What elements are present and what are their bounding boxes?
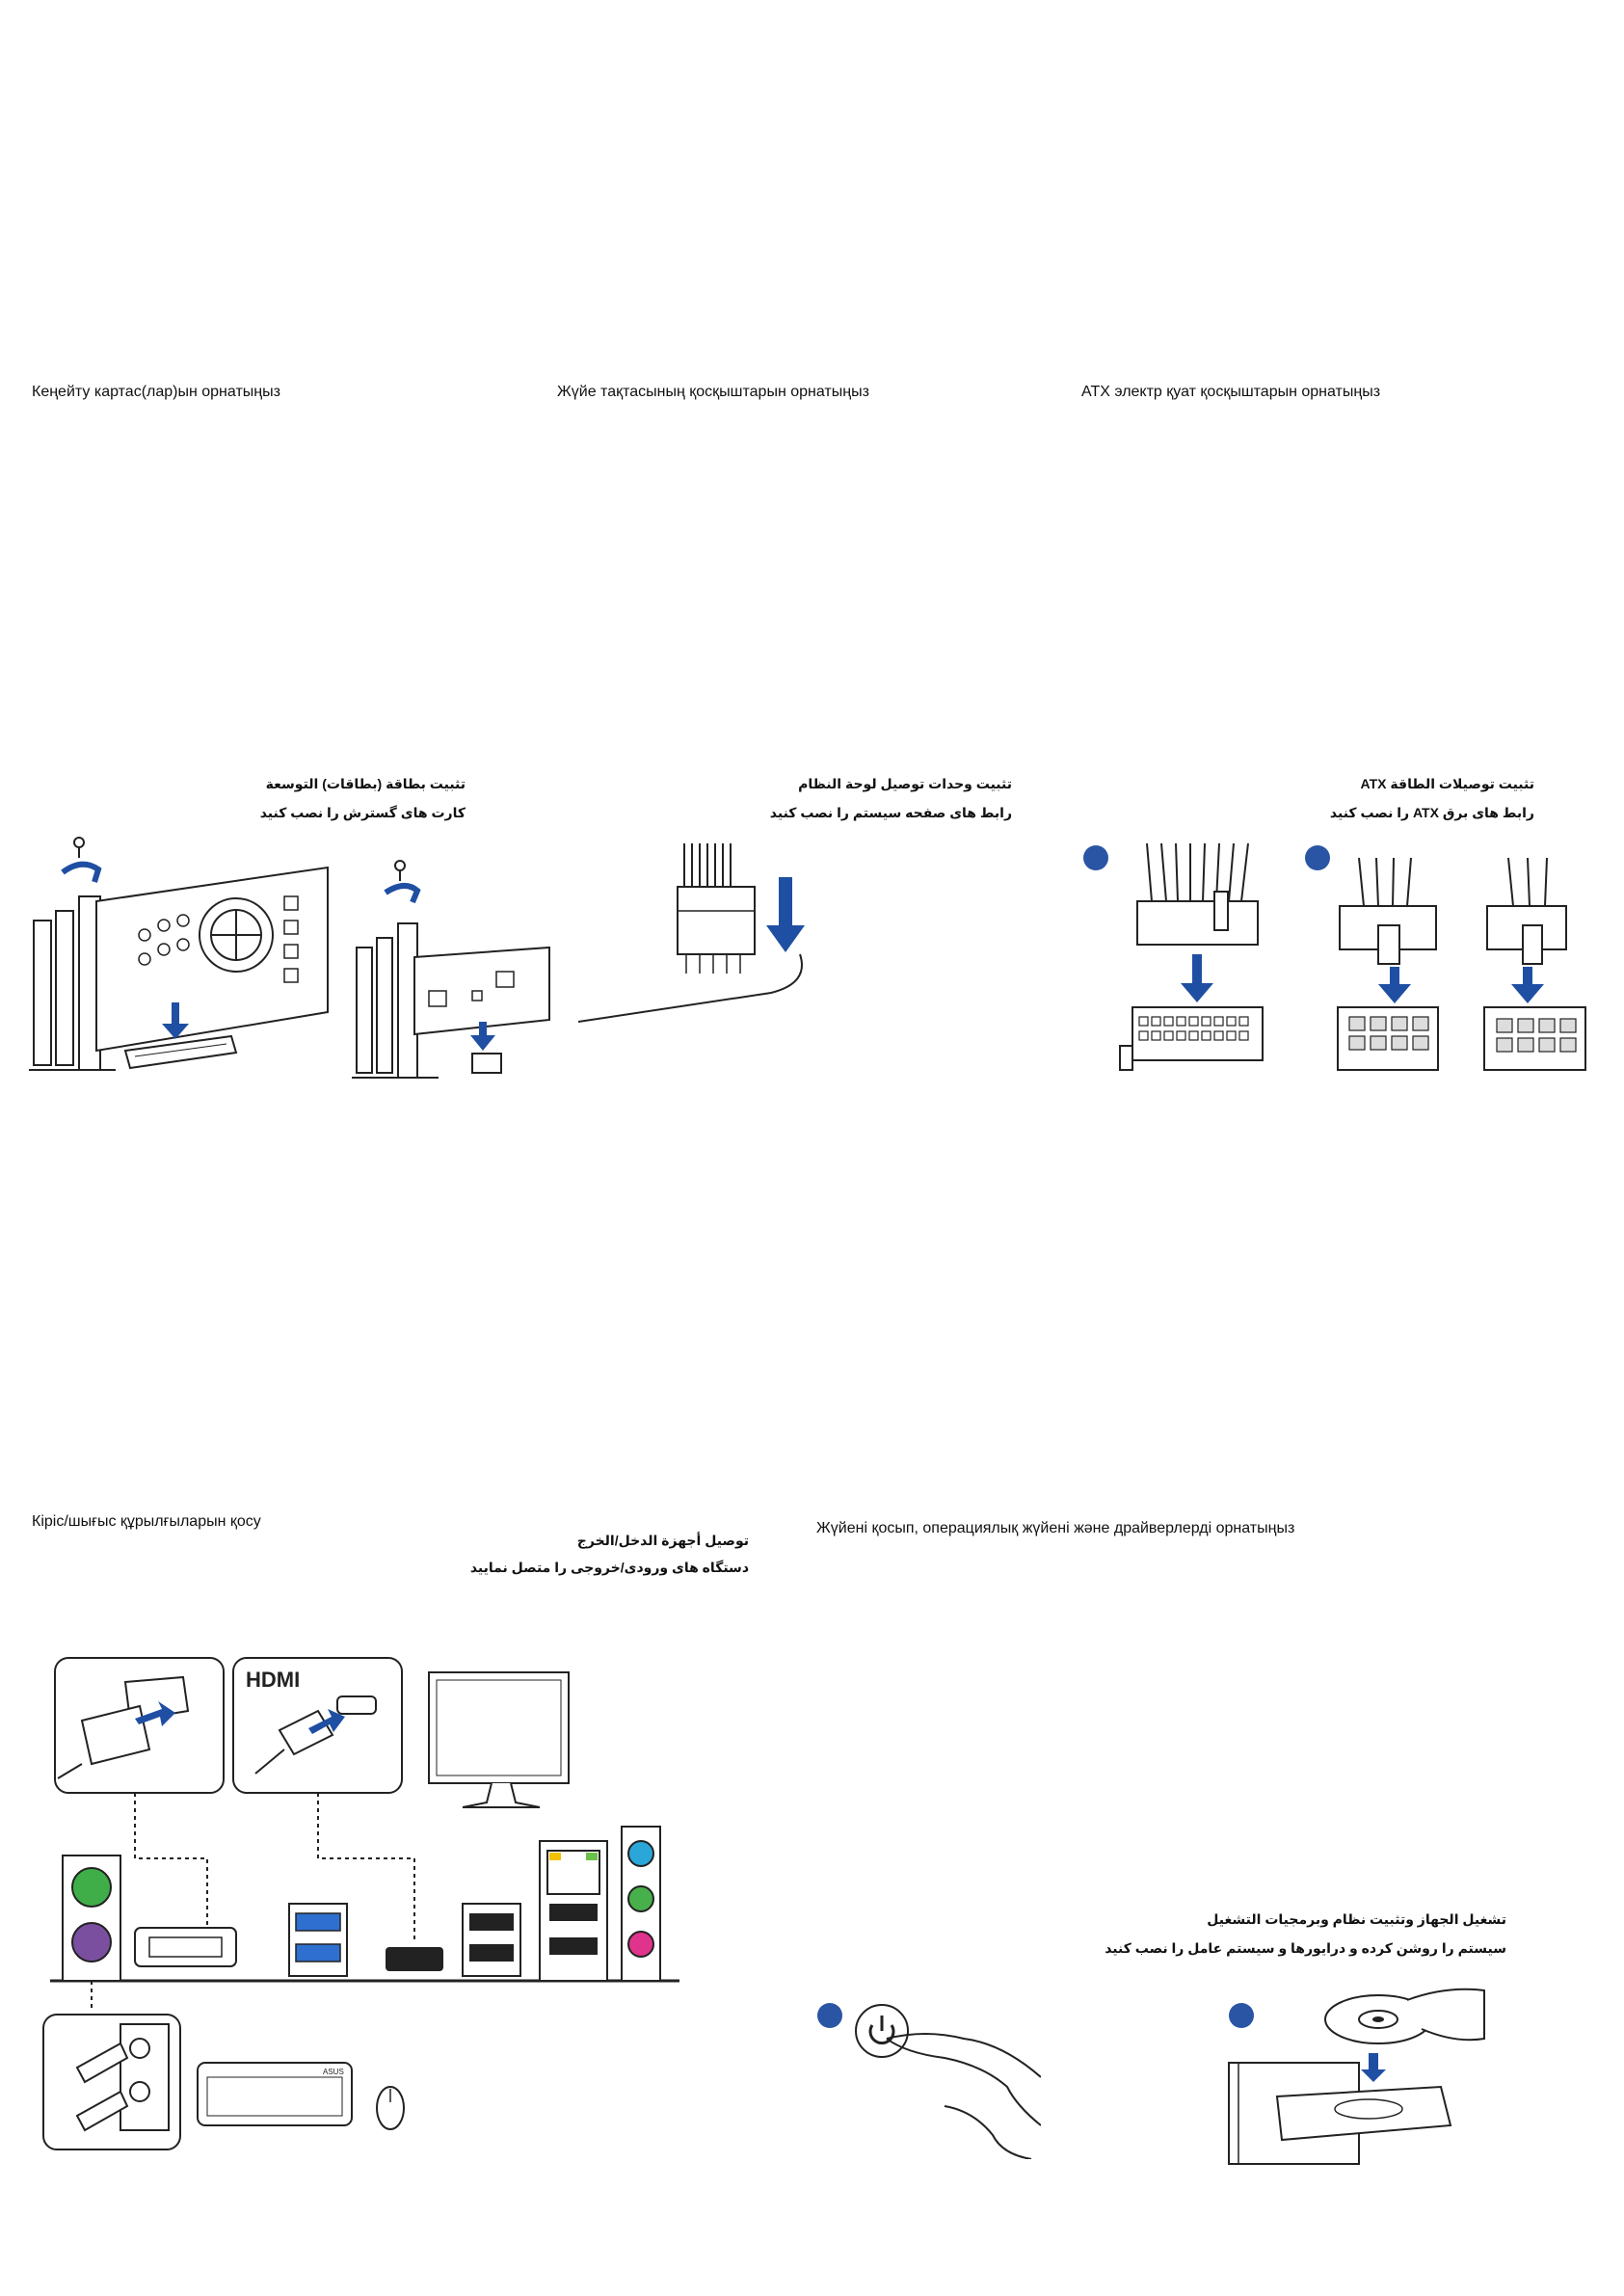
down-arrow-icon [308, 1709, 345, 1734]
expansion-title-ar: تثبيت بطاقة (بطاقات) التوسعة [265, 776, 466, 791]
hdmi-logo-text: HDMI [246, 1668, 300, 1692]
atx-4pin-illustration [1479, 853, 1605, 1089]
io-panel-illustration: HDMI [39, 1653, 694, 2154]
atx-8pin-illustration [1330, 853, 1465, 1089]
power-on-title-ar: تشغيل الجهاز وتثبيت نظام وبرمجيات التشغي… [1207, 1911, 1506, 1927]
audio-mic-jack [627, 1931, 654, 1958]
power-step-1-marker [817, 2003, 842, 2028]
expansion-title-fa: کارت های گسترش را نصب کنید [259, 805, 466, 820]
usb3-port [295, 1943, 341, 1962]
atx-24pin-illustration [1108, 839, 1282, 1089]
io-devices-title-ar: توصيل أجهزة الدخل/الخرج [576, 1533, 749, 1548]
power-step-2-marker [1229, 2003, 1254, 2028]
down-arrow-icon [162, 1002, 189, 1039]
screw-icon [394, 860, 406, 881]
screw-icon [73, 837, 85, 858]
down-arrow-icon [135, 1701, 175, 1726]
hdmi-port [386, 1947, 443, 1971]
atx-power-title-kk: ATX электр қуат қосқыштарын орнатыңыз [1081, 384, 1381, 400]
system-panel-title-ar: تثبيت وحدات توصيل لوحة النظام [798, 776, 1012, 791]
expansion-card-large-illustration [29, 829, 347, 1089]
monitor-icon [428, 1671, 570, 1808]
power-button-icon [855, 2004, 909, 2058]
keyboard-icon: ASUS [197, 2062, 353, 2126]
audio-line-out-jack [627, 1885, 654, 1912]
usb2-port [549, 1937, 598, 1955]
system-panel-connector-illustration [578, 839, 829, 1031]
optical-disc-icon [1324, 1994, 1432, 2044]
system-panel-title-kk: Жүйе тақтасының қосқыштарын орнатыңыз [557, 384, 869, 400]
system-panel-title-fa: رابط های صفحه سیستم را نصب کنید [769, 805, 1012, 820]
down-arrow-icon [1181, 954, 1213, 1002]
power-button-press-illustration [848, 2000, 1041, 2159]
atx-step-2-marker [1305, 845, 1330, 870]
rotate-arrow-icon [61, 861, 102, 883]
power-on-title-fa: سیستم را روشن کرده و درایورها و سیستم عا… [1105, 1940, 1506, 1956]
mouse-icon [376, 2086, 405, 2130]
expansion-title-kk: Кеңейту картас(лар)ын орнатыңыз [32, 384, 280, 400]
rotate-arrow-icon [384, 883, 421, 904]
atx-power-title-ar: تثبيت توصيلات الطاقة ATX [1360, 776, 1534, 791]
disc-install-illustration [1224, 1981, 1494, 2169]
expansion-card-small-illustration [352, 856, 564, 1092]
down-arrow-icon [1361, 2053, 1386, 2082]
usb2-port [549, 1904, 598, 1921]
down-arrow-icon [1511, 967, 1544, 1003]
keyboard-brand: ASUS [323, 2068, 344, 2076]
power-on-title-kk: Жүйені қосып, операциялық жүйені және др… [816, 1520, 1295, 1536]
atx-step-1-marker [1083, 845, 1108, 870]
usb2-port [469, 1944, 514, 1962]
ps2-mouse-port [71, 1867, 112, 1908]
io-devices-title-fa: دستگاه های ورودی/خروجی را متصل نمایید [469, 1560, 749, 1575]
down-arrow-icon [1378, 967, 1411, 1003]
down-arrow-icon [470, 1022, 495, 1051]
usb3-port [295, 1912, 341, 1932]
usb2-port [469, 1913, 514, 1931]
audio-line-in-jack [627, 1840, 654, 1867]
atx-power-title-fa: رابط های برق ATX را نصب کنید [1329, 805, 1534, 820]
io-devices-title-kk: Кіріс/шығыс құрылғыларын қосу [32, 1513, 261, 1530]
down-arrow-icon [766, 877, 805, 952]
ps2-keyboard-port [71, 1922, 112, 1962]
